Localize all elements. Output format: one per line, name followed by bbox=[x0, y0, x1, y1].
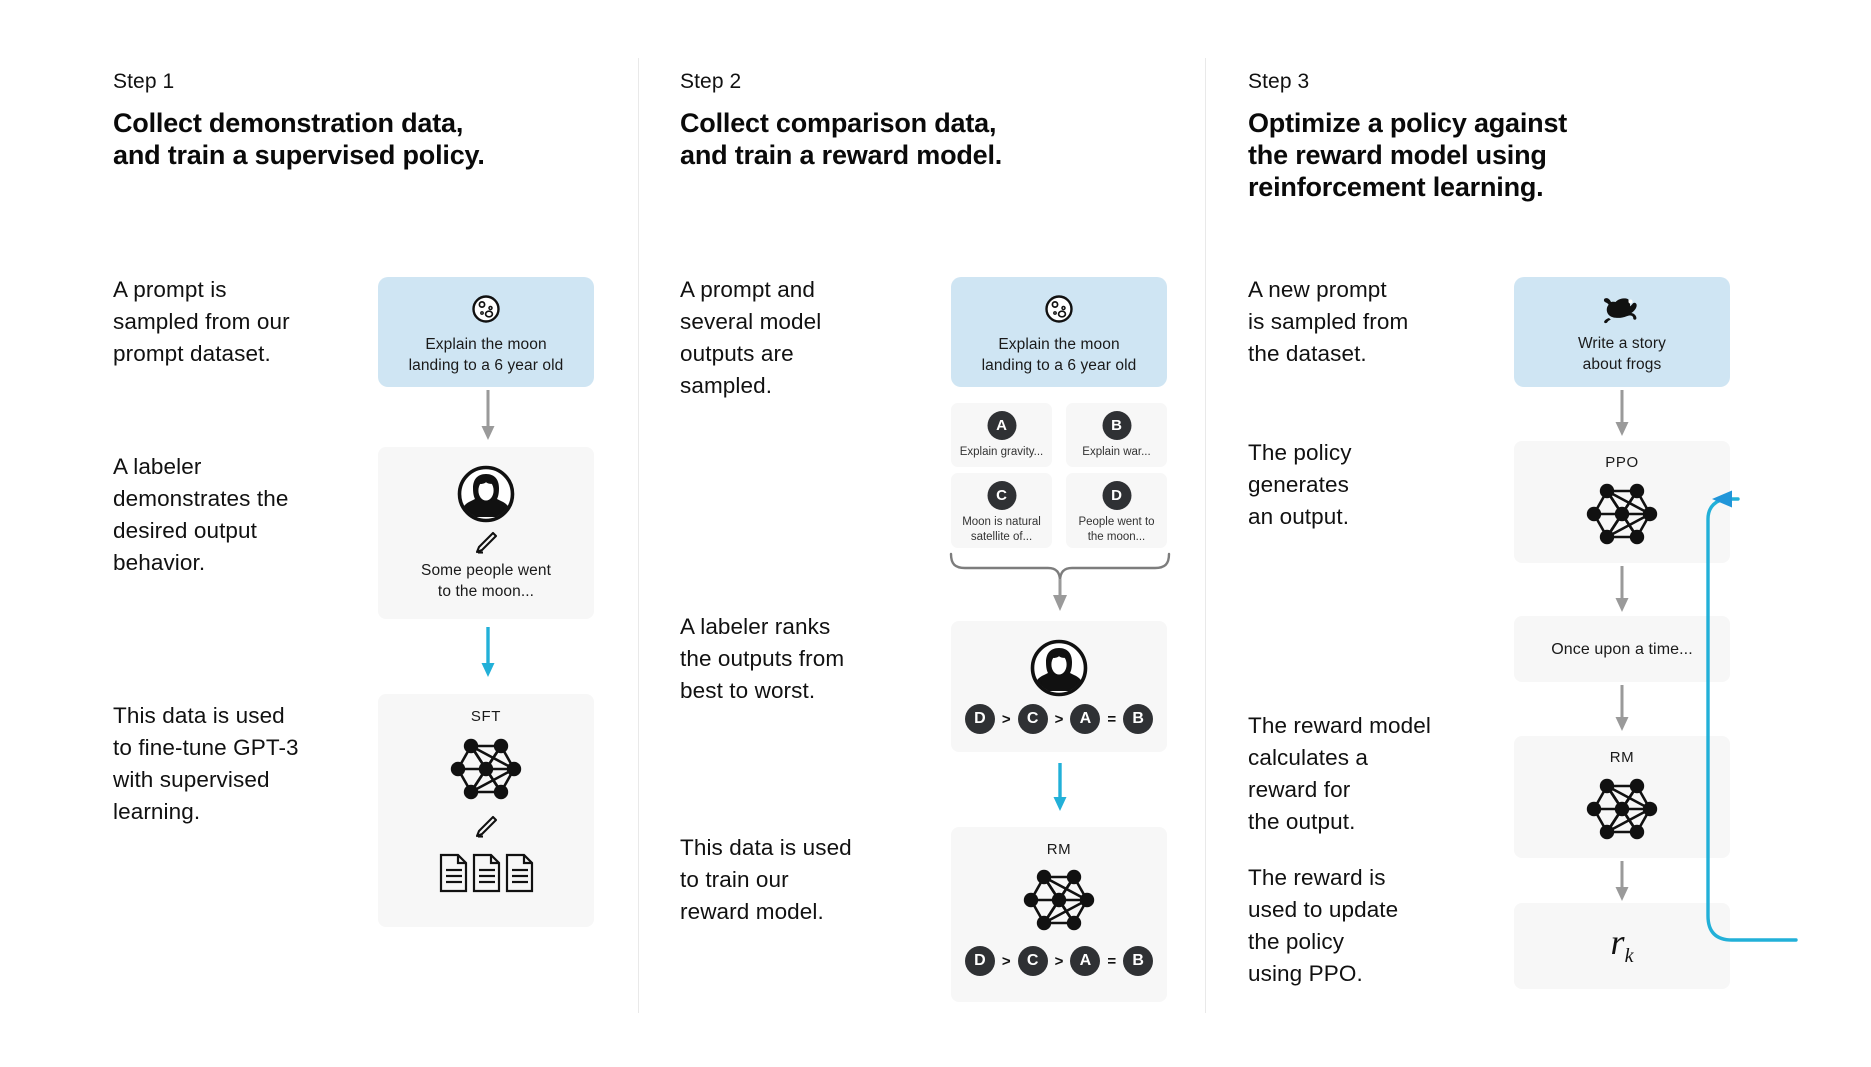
step-2-labeler-ranking: D > C > A = B bbox=[951, 704, 1167, 734]
rank-op-2: > bbox=[1054, 952, 1064, 970]
step-3-paragraph-2: The policy generates an output. bbox=[1248, 440, 1352, 529]
output-text-a: Explain gravity... bbox=[959, 446, 1044, 458]
neural-network-icon bbox=[1009, 865, 1109, 935]
step-1-label: Step 1 bbox=[113, 70, 175, 93]
neural-network-icon bbox=[436, 734, 536, 804]
rank-badge-3: A bbox=[1070, 946, 1101, 976]
step-3-column: Step 3 Optimize a policy against the rew… bbox=[1206, 0, 1871, 1067]
step-1-labeler-card[interactable]: Some people went to the moon... bbox=[378, 447, 594, 619]
step-1-column: Step 1 Collect demonstration data, and t… bbox=[0, 0, 639, 1067]
output-badge-b: B bbox=[1102, 411, 1131, 440]
step-3-paragraph-4: The reward is used to update the policy … bbox=[1248, 865, 1399, 986]
rank-badge-1: D bbox=[964, 704, 995, 734]
rank-badge-3: A bbox=[1070, 704, 1101, 734]
step-3-ppo-label: PPO bbox=[1605, 454, 1639, 471]
output-text-c: Moon is natural satellite of... bbox=[962, 516, 1041, 543]
arrow-down-3a bbox=[1612, 390, 1632, 438]
neural-network-icon bbox=[1572, 774, 1672, 844]
step-1-sft-card[interactable]: SFT bbox=[378, 694, 594, 927]
rank-op-2: > bbox=[1054, 710, 1064, 728]
labeler-avatar-icon bbox=[1030, 639, 1088, 697]
step-1-prompt-card[interactable]: Explain the moon landing to a 6 year old bbox=[378, 277, 594, 387]
output-text-b: Explain war... bbox=[1082, 446, 1151, 458]
step-3-reward-card[interactable]: rk bbox=[1514, 903, 1730, 989]
arrow-down-3c bbox=[1612, 685, 1632, 733]
step-2-output-card-b[interactable]: B Explain war... bbox=[1066, 403, 1167, 467]
reward-subscript: k bbox=[1624, 945, 1634, 968]
step-2-output-card-c[interactable]: C Moon is natural satellite of... bbox=[951, 473, 1052, 548]
output-badge-d: D bbox=[1102, 481, 1131, 510]
step-2-paragraph-1: A prompt and several model outputs are s… bbox=[680, 277, 822, 398]
step-1-prompt-text: Explain the moon landing to a 6 year old bbox=[408, 336, 564, 375]
step-3-rm-card[interactable]: RM bbox=[1514, 736, 1730, 858]
arrow-down-cyan-2 bbox=[1050, 763, 1070, 813]
reward-symbol: r bbox=[1610, 922, 1625, 962]
step-3-ppo-card[interactable]: PPO bbox=[1514, 441, 1730, 563]
step-3-paragraph-1: A new prompt is sampled from the dataset… bbox=[1248, 277, 1409, 366]
column-divider-1 bbox=[638, 58, 639, 1013]
pencil-icon bbox=[473, 814, 499, 840]
documents-icon bbox=[438, 852, 534, 894]
step-1-sft-label: SFT bbox=[470, 708, 502, 725]
step-1-paragraph-1: A prompt is sampled from our prompt data… bbox=[113, 277, 290, 366]
output-badge-c: C bbox=[987, 481, 1016, 510]
arrow-down-1a bbox=[478, 390, 498, 442]
step-3-rm-label: RM bbox=[1609, 749, 1635, 766]
reward-value: rk bbox=[1514, 921, 1730, 968]
step-2-column: Step 2 Collect comparison data, and trai… bbox=[639, 0, 1206, 1067]
step-3-title: Optimize a policy against the reward mod… bbox=[1248, 108, 1568, 202]
step-2-prompt-text: Explain the moon landing to a 6 year old bbox=[981, 336, 1137, 375]
step-3-prompt-card[interactable]: Write a story about frogs bbox=[1514, 277, 1730, 387]
arrow-down-3d bbox=[1612, 861, 1632, 903]
step-2-rm-card[interactable]: RM bbox=[951, 827, 1167, 1002]
step-1-title: Collect demonstration data, and train a … bbox=[113, 108, 485, 170]
arrow-down-cyan-1 bbox=[478, 627, 498, 679]
rank-badge-4: B bbox=[1123, 946, 1154, 976]
output-text-d: People went to the moon... bbox=[1078, 516, 1155, 543]
neural-network-icon bbox=[1572, 479, 1672, 549]
rank-badge-1: D bbox=[964, 946, 995, 976]
step-1-paragraph-2: A labeler demonstrates the desired outpu… bbox=[113, 454, 289, 575]
step-2-rm-label: RM bbox=[1046, 841, 1072, 858]
column-divider-2 bbox=[1205, 58, 1206, 1013]
step-3-output-text: Once upon a time... bbox=[1551, 641, 1693, 658]
rank-op-3: = bbox=[1107, 710, 1117, 728]
frog-icon bbox=[1601, 293, 1643, 325]
step-2-paragraph-2: A labeler ranks the outputs from best to… bbox=[680, 614, 845, 703]
moon-icon bbox=[1044, 294, 1074, 324]
step-3-paragraph-3: The reward model calculates a reward for… bbox=[1248, 713, 1431, 834]
pencil-icon bbox=[473, 530, 499, 556]
step-1-paragraph-3: This data is used to fine-tune GPT-3 wit… bbox=[113, 703, 299, 824]
step-2-output-card-d[interactable]: D People went to the moon... bbox=[1066, 473, 1167, 548]
step-2-title: Collect comparison data, and train a rew… bbox=[680, 108, 1003, 170]
step-2-label: Step 2 bbox=[680, 70, 742, 93]
rank-op-1: > bbox=[1001, 952, 1011, 970]
rank-badge-4: B bbox=[1123, 704, 1154, 734]
step-3-output-card[interactable]: Once upon a time... bbox=[1514, 616, 1730, 682]
arrow-down-3b bbox=[1612, 566, 1632, 614]
labeler-avatar-icon bbox=[457, 465, 515, 523]
step-2-paragraph-3: This data is used to train our reward mo… bbox=[680, 835, 852, 924]
step-2-prompt-card[interactable]: Explain the moon landing to a 6 year old bbox=[951, 277, 1167, 387]
step-2-labeler-card[interactable]: D > C > A = B bbox=[951, 621, 1167, 752]
step-2-rm-ranking: D > C > A = B bbox=[951, 946, 1167, 976]
step-1-labeler-text: Some people went to the moon... bbox=[421, 562, 551, 601]
feedback-loop-arrow bbox=[1692, 485, 1822, 955]
step-3-prompt-text: Write a story about frogs bbox=[1577, 335, 1666, 374]
rank-badge-2: C bbox=[1017, 704, 1048, 734]
brace-arrow-down bbox=[947, 552, 1173, 614]
output-badge-a: A bbox=[987, 411, 1016, 440]
rank-op-1: > bbox=[1001, 710, 1011, 728]
step-2-output-card-a[interactable]: A Explain gravity... bbox=[951, 403, 1052, 467]
rank-op-3: = bbox=[1107, 952, 1117, 970]
rank-badge-2: C bbox=[1017, 946, 1048, 976]
moon-icon bbox=[471, 294, 501, 324]
step-3-label: Step 3 bbox=[1248, 70, 1310, 93]
